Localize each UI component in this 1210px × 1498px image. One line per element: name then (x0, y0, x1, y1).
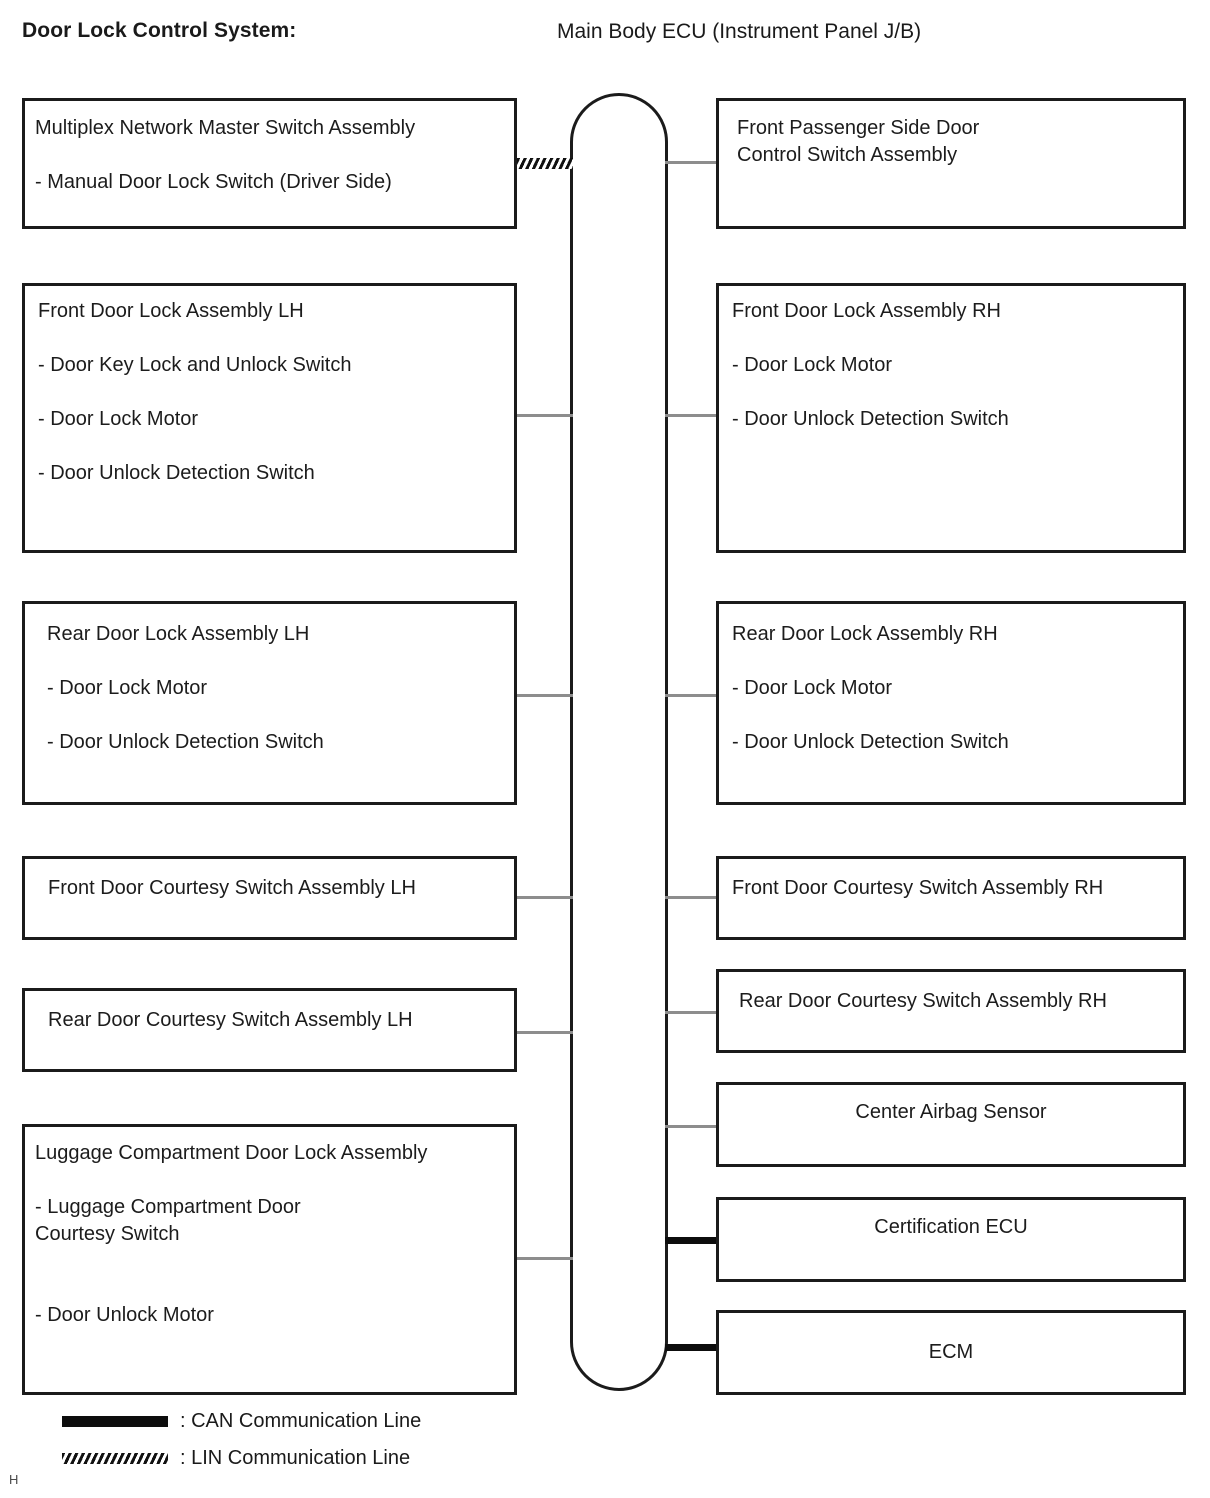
connector-rear-courtesy-lh (517, 1031, 573, 1034)
box-label: Rear Door Courtesy Switch Assembly RH (739, 990, 1107, 1012)
legend-row-lin: : LIN Communication Line (62, 1447, 410, 1470)
box-label: Luggage Compartment Door Lock Assembly -… (35, 1142, 428, 1326)
box-front-door-lock-assembly-lh[interactable]: Front Door Lock Assembly LH - Door Key L… (22, 283, 517, 553)
connector-rear-courtesy-rh (665, 1011, 719, 1014)
connector-rear-door-lock-lh (517, 694, 573, 697)
box-rear-door-courtesy-switch-assembly-rh[interactable]: Rear Door Courtesy Switch Assembly RH (716, 969, 1186, 1053)
box-front-passenger-side-door-control-switch-assembly[interactable]: Front Passenger Side Door Control Switch… (716, 98, 1186, 229)
legend-label-can: : CAN Communication Line (180, 1410, 422, 1432)
box-front-door-courtesy-switch-assembly-rh[interactable]: Front Door Courtesy Switch Assembly RH (716, 856, 1186, 940)
main-body-ecu-title: Main Body ECU (Instrument Panel J/B) (557, 20, 922, 43)
legend-row-can: : CAN Communication Line (62, 1410, 421, 1433)
page-title: Door Lock Control System: (22, 19, 297, 42)
box-label: Certification ECU (874, 1216, 1028, 1238)
box-multiplex-network-master-switch-assembly[interactable]: Multiplex Network Master Switch Assembly… (22, 98, 517, 229)
box-rear-door-lock-assembly-rh[interactable]: Rear Door Lock Assembly RH - Door Lock M… (716, 601, 1186, 805)
box-label: Rear Door Courtesy Switch Assembly LH (48, 1009, 413, 1031)
box-center-airbag-sensor[interactable]: Center Airbag Sensor (716, 1082, 1186, 1167)
main-body-ecu-spine (570, 93, 668, 1391)
legend-label-lin: : LIN Communication Line (180, 1447, 411, 1469)
box-rear-door-lock-assembly-lh[interactable]: Rear Door Lock Assembly LH - Door Lock M… (22, 601, 517, 805)
box-label: ECM (928, 1341, 974, 1363)
box-label: Front Door Courtesy Switch Assembly RH (732, 877, 1104, 899)
connector-luggage-compartment-lock (517, 1257, 573, 1260)
connector-front-door-lock-rh (665, 414, 719, 417)
lin-line-swatch-icon (62, 1453, 168, 1464)
connector-front-passenger-control-switch (665, 161, 719, 164)
connector-front-courtesy-rh (665, 896, 719, 899)
box-label: Center Airbag Sensor (855, 1101, 1047, 1123)
box-label: Front Door Courtesy Switch Assembly LH (48, 877, 416, 899)
lin-connector-multiplex-master-switch (517, 158, 573, 169)
connector-front-courtesy-lh (517, 896, 573, 899)
box-label: Rear Door Lock Assembly RH - Door Lock M… (732, 623, 1009, 753)
box-luggage-compartment-door-lock-assembly[interactable]: Luggage Compartment Door Lock Assembly -… (22, 1124, 517, 1395)
page-corner-mark: H (9, 1472, 19, 1487)
connector-front-door-lock-lh (517, 414, 573, 417)
connector-center-airbag-sensor (665, 1125, 719, 1128)
box-ecm[interactable]: ECM (716, 1310, 1186, 1395)
can-connector-certification-ecu (665, 1237, 719, 1244)
box-label: Front Door Lock Assembly LH - Door Key L… (38, 300, 352, 484)
box-label: Multiplex Network Master Switch Assembly… (35, 117, 416, 193)
box-certification-ecu[interactable]: Certification ECU (716, 1197, 1186, 1282)
box-rear-door-courtesy-switch-assembly-lh[interactable]: Rear Door Courtesy Switch Assembly LH (22, 988, 517, 1072)
box-label: Rear Door Lock Assembly LH - Door Lock M… (47, 623, 324, 753)
can-line-swatch-icon (62, 1416, 168, 1427)
box-front-door-lock-assembly-rh[interactable]: Front Door Lock Assembly RH - Door Lock … (716, 283, 1186, 553)
can-connector-ecm (665, 1344, 719, 1351)
connector-rear-door-lock-rh (665, 694, 719, 697)
box-label: Front Passenger Side Door Control Switch… (737, 117, 980, 166)
box-label: Front Door Lock Assembly RH - Door Lock … (732, 300, 1009, 430)
box-front-door-courtesy-switch-assembly-lh[interactable]: Front Door Courtesy Switch Assembly LH (22, 856, 517, 940)
